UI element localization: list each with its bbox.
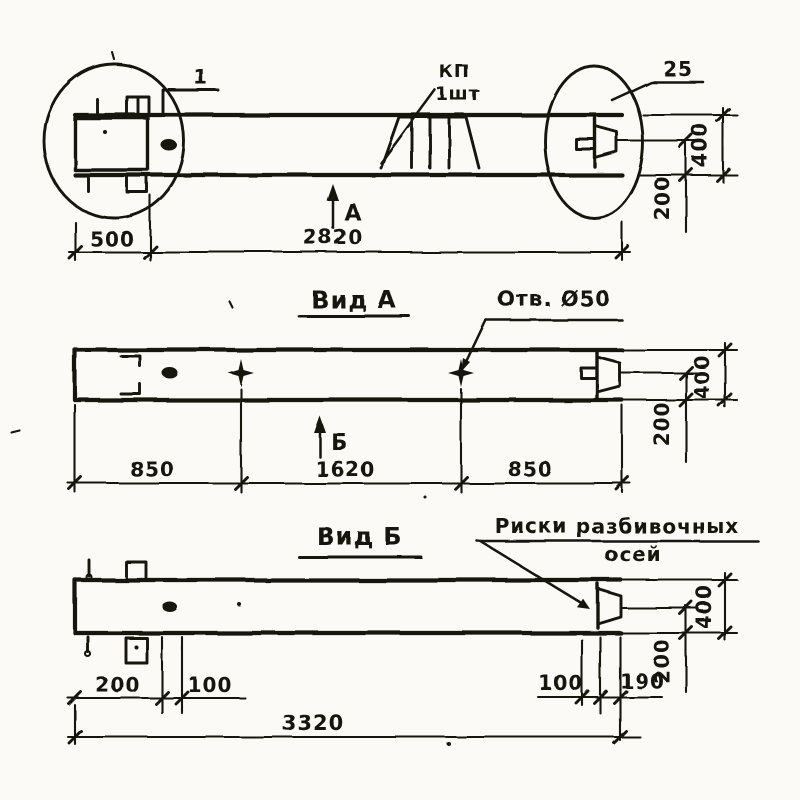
- dimension-total: 3320: [66, 703, 642, 746]
- view-b-title: Вид Б: [317, 523, 403, 551]
- mark-dot: [237, 602, 241, 606]
- detail-circle-left: [42, 62, 186, 220]
- dim-100-left: 100: [188, 673, 233, 697]
- mark-dot: [103, 130, 107, 134]
- hole-center-mark-2: [448, 359, 474, 387]
- dim-850-left: 850: [130, 457, 175, 481]
- dimension-bottom-right-b: 100 190: [536, 669, 665, 705]
- view-arrow-a-label: А: [344, 201, 362, 226]
- view-arrow-b-label: Б: [331, 431, 349, 456]
- dimension-bottom-left-b: 200 100: [66, 673, 247, 706]
- beam-outline-a: [72, 347, 625, 403]
- front-view: 1 КП 1шт 25 А: [42, 57, 739, 262]
- dim-400: 400: [688, 123, 712, 168]
- lifting-loop-bottom: [86, 173, 149, 194]
- axis-note-line2: осей: [604, 542, 661, 566]
- section-mark: 1: [161, 65, 220, 115]
- dim-850-right: 850: [508, 457, 553, 481]
- hidden-channel-marks: [119, 354, 142, 396]
- end-plate-right-b: [596, 582, 623, 630]
- setting-out-lines: [160, 635, 622, 742]
- axis-note-line1: Риски разбивочных: [495, 514, 739, 538]
- dim-190: 190: [620, 669, 665, 693]
- dimension-right-a: 400 200: [620, 341, 739, 464]
- plate-qty-label: 1шт: [435, 84, 480, 105]
- dim-1620: 1620: [315, 457, 375, 481]
- section-mark-label: 1: [194, 65, 209, 89]
- hole-center-mark-1: [228, 359, 254, 387]
- dimension-right-b: 400 200: [619, 571, 739, 694]
- leader-line: [379, 88, 437, 165]
- dim-200: 200: [650, 176, 674, 221]
- strand-oval: [161, 139, 177, 151]
- lifting-loop-top-b: [85, 558, 148, 582]
- hole-note-label: Отв. Ø50: [497, 287, 611, 311]
- dimension-bottom: 500 2820: [67, 193, 632, 262]
- end-block: [73, 116, 150, 172]
- view-a: Вид А Отв. Ø50 Б: [66, 286, 739, 494]
- view-b: Вид Б Риски разбивочных осей: [66, 514, 760, 746]
- lifting-loop-top: [95, 95, 151, 117]
- arrowhead: [576, 598, 590, 609]
- thickness-label: 25: [663, 57, 693, 81]
- arrowhead: [314, 416, 326, 433]
- dim-400: 400: [690, 355, 714, 400]
- view-a-title: Вид А: [311, 286, 397, 314]
- strand-oval: [162, 602, 178, 612]
- strand-oval: [162, 367, 178, 379]
- beam-outline: [72, 112, 625, 178]
- dim-200: 200: [650, 402, 674, 447]
- dim-200: 200: [650, 639, 674, 684]
- dim-200-left: 200: [96, 673, 141, 697]
- plate-mark-label: КП: [439, 62, 471, 83]
- dim-2820: 2820: [303, 225, 363, 249]
- scan-artifacts: [10, 50, 451, 746]
- dim-100-right: 100: [539, 671, 584, 695]
- dimension-right: 400 200: [638, 106, 739, 234]
- dim-500: 500: [90, 227, 135, 251]
- arrowhead: [461, 358, 470, 372]
- view-b-title-group: Вид Б: [297, 523, 423, 559]
- lifting-loop-bottom-b: [84, 635, 149, 665]
- view-arrow-a: А: [327, 184, 362, 230]
- end-plate-right: [574, 116, 619, 169]
- end-plate-right-a: [579, 348, 622, 402]
- arrowhead: [327, 184, 339, 201]
- hole-note: Отв. Ø50: [461, 287, 624, 372]
- dimension-bottom-a: 850 1620 850: [66, 387, 632, 494]
- view-arrow-b: Б: [314, 416, 349, 459]
- dim-400: 400: [692, 585, 716, 630]
- view-a-title-group: Вид А: [297, 286, 411, 318]
- axis-marks-note: Риски разбивочных осей: [475, 514, 760, 609]
- beam-outline-b: [72, 577, 624, 636]
- dim-3320: 3320: [282, 711, 344, 735]
- thickness-note: 25: [610, 57, 705, 102]
- embedded-mesh-plate: КП 1шт: [379, 62, 481, 170]
